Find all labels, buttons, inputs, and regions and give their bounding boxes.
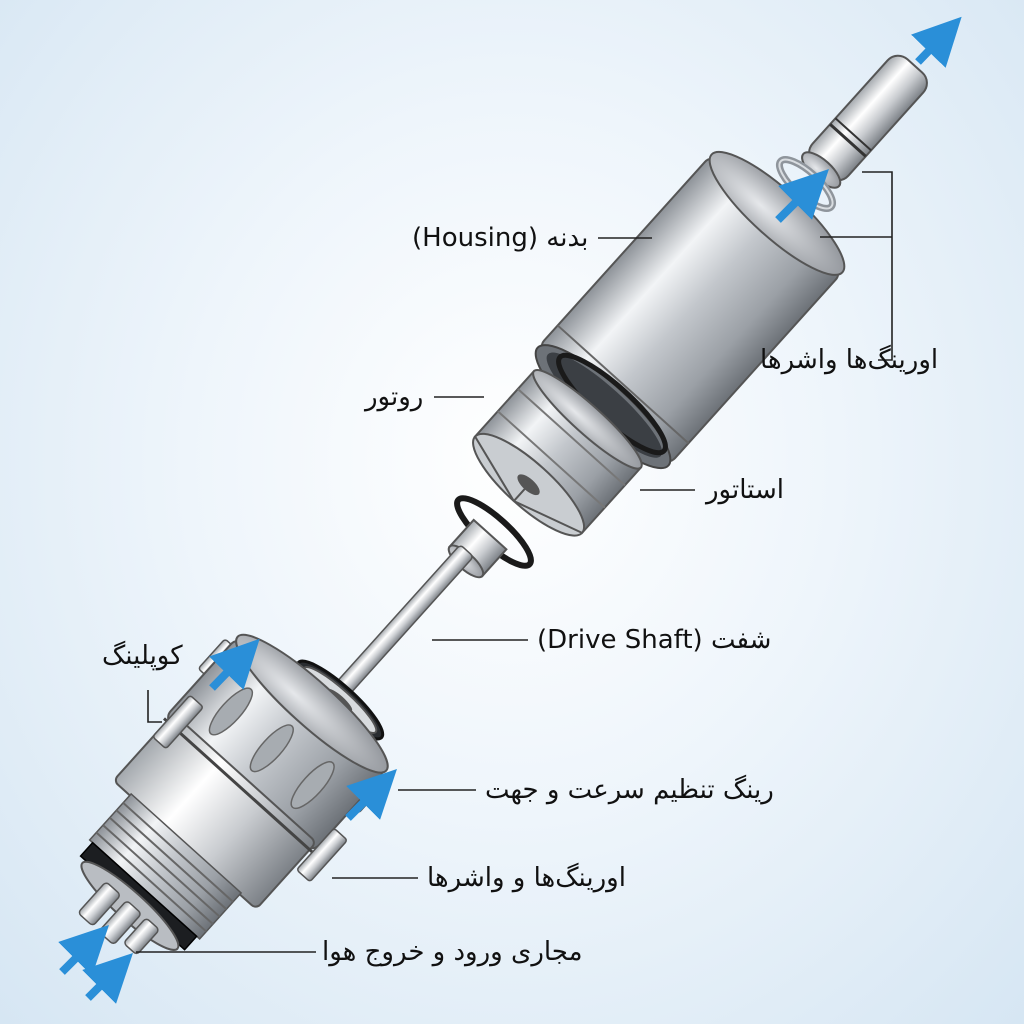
label-shaft: شفت (Drive Shaft) xyxy=(537,625,772,655)
label-air-channels: مجاری ورود و خروج هوا xyxy=(322,937,583,967)
arrow-top-out xyxy=(911,16,962,68)
arrow-inlet-1 xyxy=(58,925,109,976)
label-stator: استاتور xyxy=(706,475,784,505)
label-housing: بدنه (Housing) xyxy=(412,223,589,253)
coupling-pin-right xyxy=(297,828,347,882)
airflow-arrows xyxy=(58,16,962,1004)
arrow-ring-in xyxy=(345,769,397,821)
arrow-top-in xyxy=(775,169,829,223)
leader-lines xyxy=(136,171,893,953)
rotor-fan xyxy=(472,369,643,537)
label-speed-ring: رینگ تنظیم سرعت و جهت xyxy=(485,775,774,805)
arrow-inlet-2 xyxy=(82,953,133,1004)
arrow-coupling-out xyxy=(209,638,260,691)
coupling-pin-left xyxy=(153,695,203,749)
label-orings-top: اورینگ‌ها واشرها xyxy=(760,345,939,375)
label-orings-bottom: اورینگ‌ها و واشرها xyxy=(427,863,626,893)
label-coupling: کوپلینگ xyxy=(102,641,183,671)
label-rotor: روتور xyxy=(365,382,424,412)
